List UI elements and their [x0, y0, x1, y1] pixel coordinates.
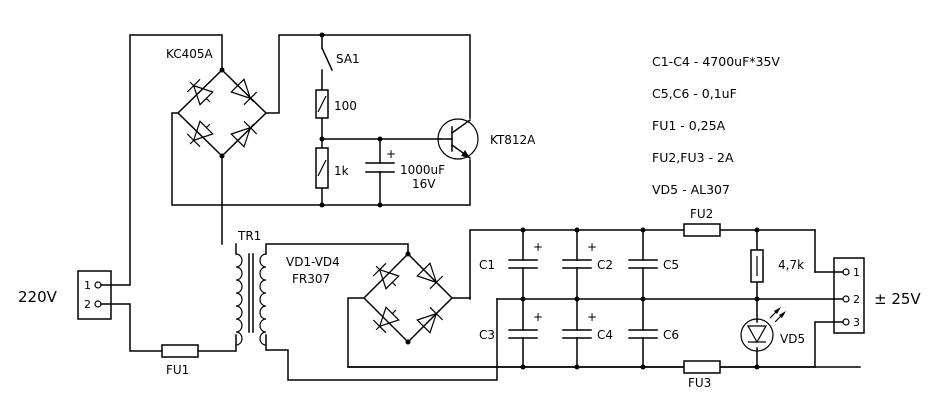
- bridge-small-label: KC405A: [166, 47, 213, 61]
- fuse-fu3: FU3: [683, 360, 721, 390]
- capacitor-c2: + C2: [562, 240, 613, 272]
- capacitor-c1: + C1: [479, 240, 543, 272]
- transformer-tr1: TR1: [235, 229, 267, 346]
- resistor-1k-label: 1k: [334, 164, 349, 178]
- resistor-100: 100: [315, 89, 357, 119]
- fu3-label: FU3: [688, 376, 711, 390]
- regulator-wiring: [171, 32, 471, 245]
- capacitor-c5: C5: [628, 258, 679, 272]
- output-pin-2: 2: [853, 293, 860, 306]
- c6-label: C6: [663, 328, 679, 342]
- mains-wiring: [100, 34, 237, 352]
- capacitor-c4: + C4: [562, 310, 613, 342]
- cap-aux-plus: +: [386, 147, 396, 161]
- main-bridge-label: VD1-VD4: [286, 255, 340, 269]
- secondary-wiring: [265, 229, 861, 381]
- led-vd5: VD5: [740, 307, 805, 352]
- note-fu2-fu3: FU2,FU3 - 2A: [652, 150, 734, 165]
- note-c1-c4: C1-C4 - 4700uF*35V: [652, 54, 780, 69]
- c2-label: C2: [597, 258, 613, 272]
- transistor-kt812a: KT812A: [437, 118, 536, 160]
- transformer-label: TR1: [237, 229, 261, 243]
- bridge-vd1-vd4: VD1-VD4 FR307: [286, 251, 454, 345]
- resistor-4k7: 4,7k: [750, 249, 804, 283]
- output-rails: [347, 227, 861, 370]
- svg-text:+: +: [533, 310, 543, 324]
- fuse-fu2: FU2: [683, 207, 721, 237]
- fuse-fu1: FU1: [161, 344, 199, 377]
- c5-label: C5: [663, 258, 679, 272]
- c1-label: C1: [479, 258, 495, 272]
- output-connector: 1 2 3: [833, 257, 865, 334]
- switch-label: SA1: [336, 52, 360, 66]
- transistor-label: KT812A: [490, 133, 536, 147]
- led-resistor-label: 4,7k: [778, 258, 804, 272]
- note-vd5: VD5 - AL307: [652, 182, 730, 197]
- cap-aux-label: 1000uF: [400, 163, 445, 177]
- c3-label: C3: [479, 328, 495, 342]
- input-voltage-label: 220V: [18, 288, 58, 306]
- resistor-100-label: 100: [334, 99, 357, 113]
- input-pin-2: 2: [84, 298, 91, 311]
- output-voltage-label: ± 25V: [874, 290, 921, 308]
- svg-text:+: +: [533, 240, 543, 254]
- cap-aux-voltage: 16V: [412, 177, 436, 191]
- capacitor-1000uf: + 1000uF 16V: [365, 147, 445, 191]
- switch-sa1: SA1: [321, 47, 360, 71]
- input-connector: 1 2: [77, 270, 112, 320]
- note-fu1: FU1 - 0,25A: [652, 118, 726, 133]
- svg-text:+: +: [587, 240, 597, 254]
- main-bridge-type: FR307: [292, 272, 330, 286]
- c4-label: C4: [597, 328, 613, 342]
- capacitor-c3: + C3: [479, 310, 543, 342]
- svg-text:+: +: [587, 310, 597, 324]
- output-pin-3: 3: [853, 316, 860, 329]
- bridge-kc405a: KC405A: [166, 47, 268, 159]
- fu1-label: FU1: [166, 363, 189, 377]
- input-pin-1: 1: [84, 279, 91, 292]
- led-label: VD5: [780, 332, 805, 346]
- component-notes: C1-C4 - 4700uF*35V C5,C6 - 0,1uF FU1 - 0…: [652, 54, 780, 197]
- note-c5-c6: C5,C6 - 0,1uF: [652, 86, 737, 101]
- output-pin-1: 1: [853, 266, 860, 279]
- fu2-label: FU2: [690, 207, 713, 221]
- resistor-1k: 1k: [315, 147, 349, 189]
- capacitor-c6: C6: [628, 328, 679, 342]
